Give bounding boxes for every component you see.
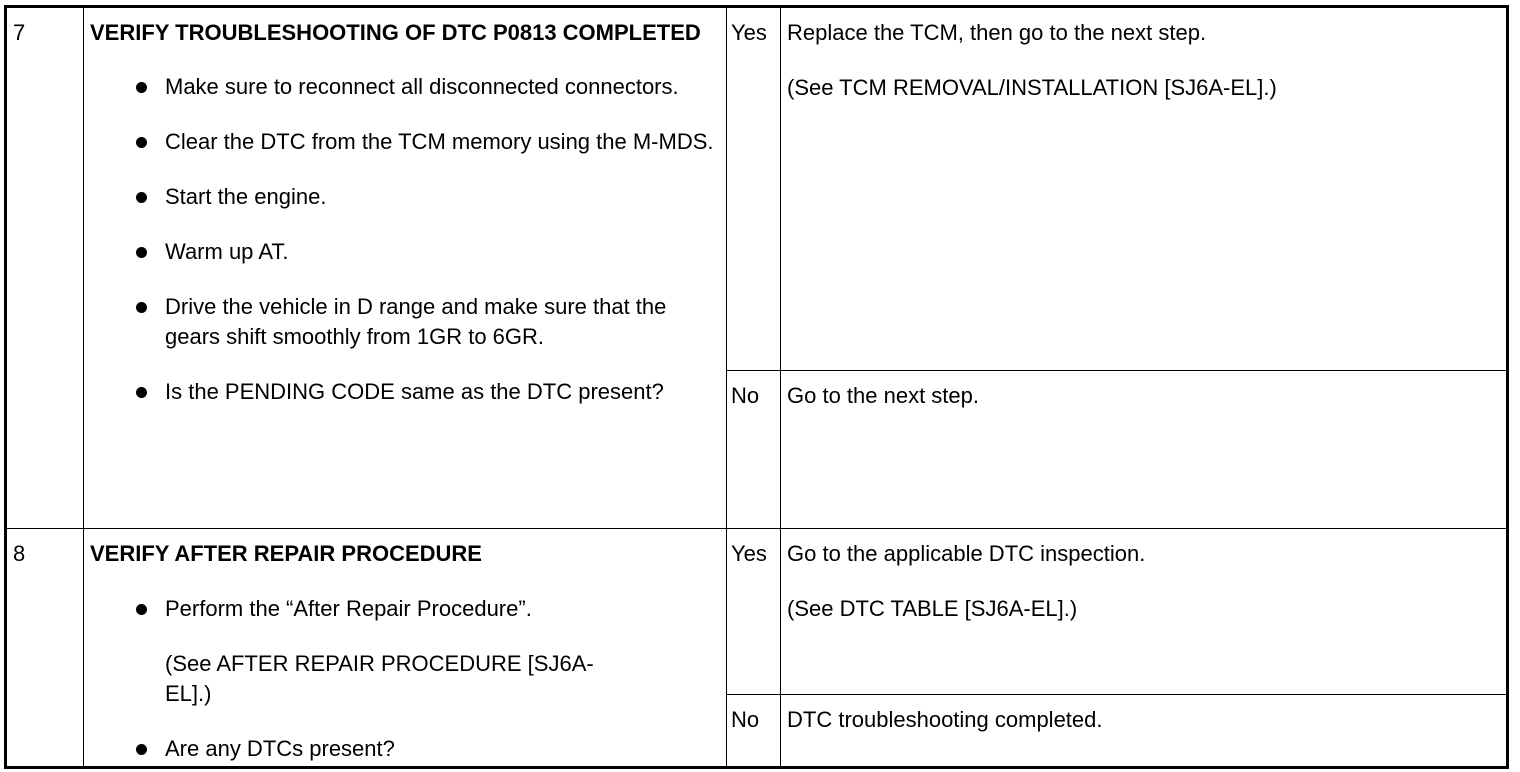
step-number: 8 <box>5 528 84 768</box>
bullet-icon <box>136 247 147 258</box>
action-text: Go to the applicable DTC inspection. <box>787 541 1146 566</box>
bullet-icon <box>136 137 147 148</box>
action-text: Replace the TCM, then go to the next ste… <box>787 20 1207 45</box>
instruction-item: Clear the DTC from the TCM memory using … <box>90 127 716 157</box>
instruction-item: Make sure to reconnect all disconnected … <box>90 72 716 102</box>
step-8-no-row: No DTC troubleshooting completed. <box>6 694 1508 768</box>
bullet-icon <box>136 82 147 93</box>
reference-link[interactable]: (See TCM REMOVAL/INSTALLATION [SJ6A-EL].… <box>787 75 1277 100</box>
answer-no-label: No <box>726 370 781 529</box>
instruction-item: Start the engine. <box>90 182 716 212</box>
answer-yes-action: Replace the TCM, then go to the next ste… <box>780 6 1508 371</box>
step-7-yes-row: 7 VERIFY TROUBLESHOOTING OF DTC P0813 CO… <box>5 6 1508 529</box>
bullet-icon <box>136 604 147 615</box>
troubleshooting-table: 7 VERIFY TROUBLESHOOTING OF DTC P0813 CO… <box>4 5 1509 769</box>
instruction-item: Are any DTCs present? <box>90 734 716 764</box>
answer-no-action: Go to the next step. <box>780 370 1508 529</box>
reference-link[interactable]: (See DTC TABLE [SJ6A-EL].) <box>787 596 1078 621</box>
bullet-icon <box>136 302 147 313</box>
bullet-icon <box>136 387 147 398</box>
step-7-no-row: No Go to the next step. <box>6 370 1508 529</box>
step-number: 7 <box>5 6 84 529</box>
step-instructions: Are any DTCs present? <box>90 734 716 764</box>
step-instructions: Perform the “After Repair Procedure”. <box>90 594 716 624</box>
instruction-item: Is the PENDING CODE same as the DTC pres… <box>90 377 716 407</box>
bullet-icon <box>136 192 147 203</box>
answer-yes-action: Go to the applicable DTC inspection. (Se… <box>780 528 1508 695</box>
bullet-icon <box>136 744 147 755</box>
step-description: VERIFY TROUBLESHOOTING OF DTC P0813 COMP… <box>83 6 727 529</box>
step-description: VERIFY AFTER REPAIR PROCEDURE Perform th… <box>83 528 727 768</box>
step-title: VERIFY AFTER REPAIR PROCEDURE <box>90 541 482 566</box>
answer-no-label: No <box>726 694 781 768</box>
step-8-yes-row: 8 VERIFY AFTER REPAIR PROCEDURE Perform … <box>5 528 1508 768</box>
answer-yes-label: Yes <box>726 528 781 695</box>
step-title: VERIFY TROUBLESHOOTING OF DTC P0813 COMP… <box>90 20 701 45</box>
instruction-item: Drive the vehicle in D range and make su… <box>90 292 716 352</box>
instruction-item: Warm up AT. <box>90 237 716 267</box>
answer-no-action: DTC troubleshooting completed. <box>780 694 1508 768</box>
instruction-item: Perform the “After Repair Procedure”. <box>90 594 716 624</box>
reference-link[interactable]: (See AFTER REPAIR PROCEDURE [SJ6A-EL].) <box>165 651 594 706</box>
step-instructions: Make sure to reconnect all disconnected … <box>90 72 716 407</box>
answer-yes-label: Yes <box>726 6 781 371</box>
